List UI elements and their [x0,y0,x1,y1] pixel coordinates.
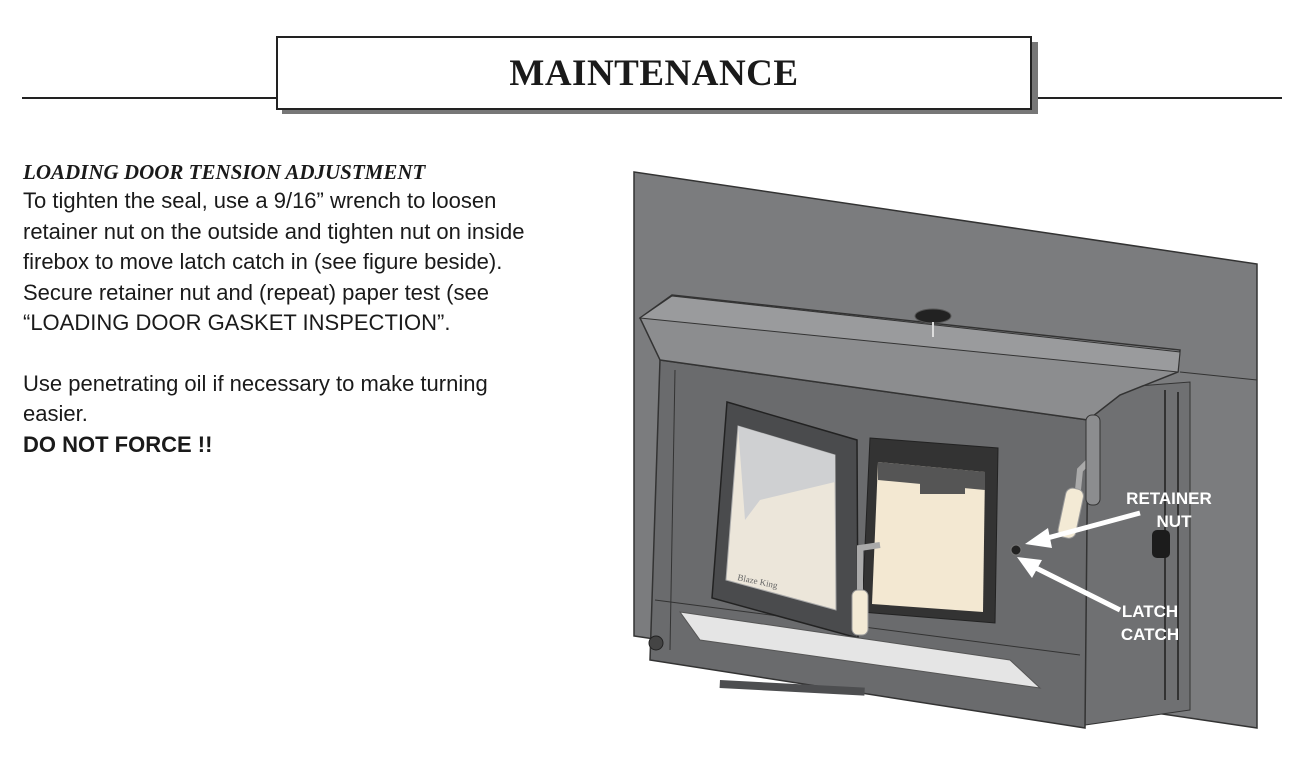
header-rule-left [22,97,278,99]
body-line: easier. [23,401,88,426]
firebox-view [872,462,985,612]
body-line: “LOADING DOOR GASKET INSPECTION”. [23,310,451,335]
body-line: firebox to move latch catch in (see figu… [23,249,503,274]
body-line: retainer nut on the outside and tighten … [23,218,525,244]
body-line: Use penetrating oil if necessary to make… [23,370,488,396]
retainer-nut [1010,544,1022,556]
header-rule-right [1038,97,1282,99]
retainer-label-1: RETAINER [1126,489,1212,508]
ash-lip [678,611,1042,689]
tension-adjustment-section: LOADING DOOR TENSION ADJUSTMENT To tight… [23,158,623,460]
body-line: To tighten the seal, use a 9/16” wrench … [23,188,497,213]
latch-arrow [1017,557,1122,613]
latch-label-1: LATCH [1122,602,1178,621]
stove-figure: Blaze King RETAINER NUT LATCH CATCH [633,171,1258,729]
retainer-arrow [1025,510,1141,548]
damper-knob [914,308,952,324]
section-heading: LOADING DOOR TENSION ADJUSTMENT [23,160,426,184]
stove-side [1084,381,1191,726]
body-line: Secure retainer nut and (repeat) paper t… [23,279,489,305]
retainer-label-2: NUT [1157,512,1193,531]
latch-label-2: CATCH [1121,625,1179,644]
side-slot [1152,530,1170,558]
door-handle [851,589,869,636]
page-title-box: MAINTENANCE [276,36,1032,110]
side-handle [1057,487,1084,539]
page-title: MAINTENANCE [509,52,799,94]
warning-text: DO NOT FORCE !! [23,431,213,457]
